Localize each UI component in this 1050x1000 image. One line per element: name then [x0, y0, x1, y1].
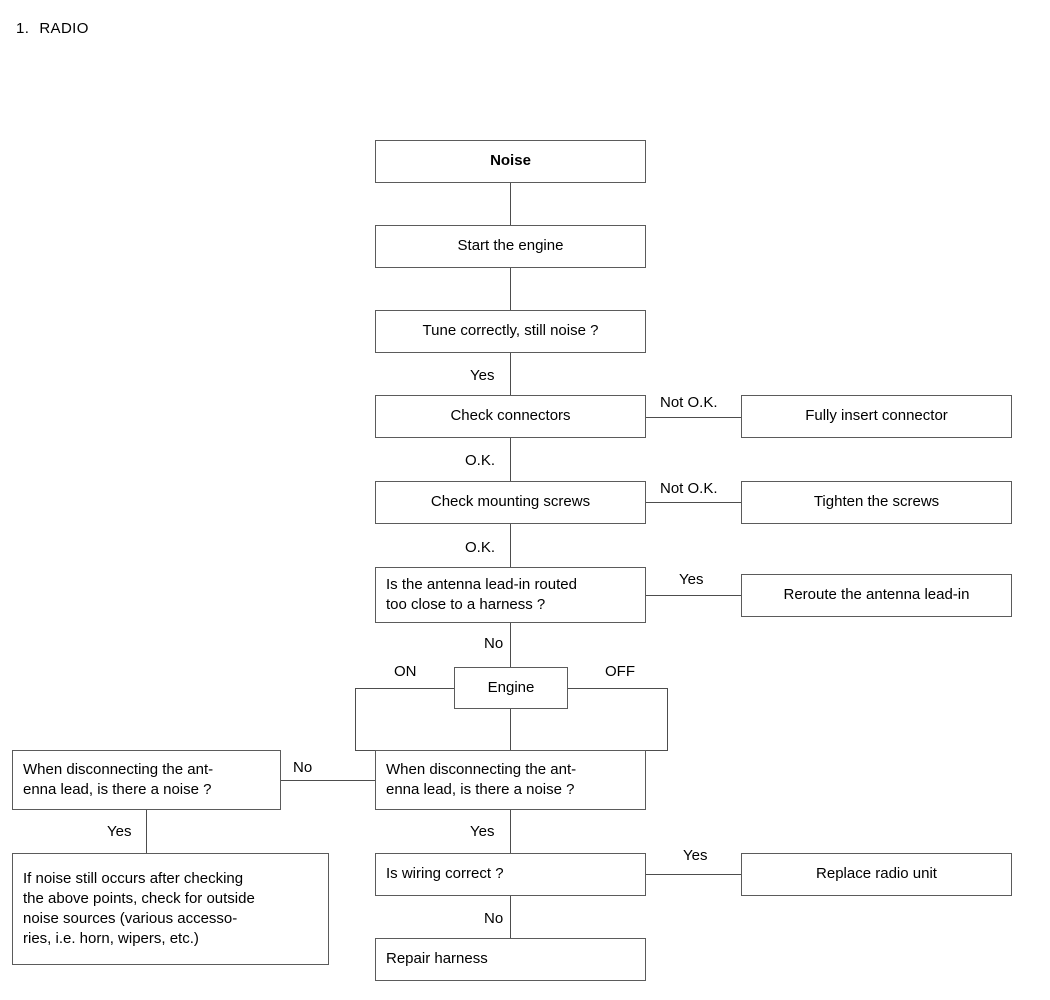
connector-wiring-to-replace-radio	[646, 874, 741, 875]
connector-connectors-to-fully-insert	[646, 417, 741, 418]
node-engine-label: Engine	[487, 678, 535, 696]
connector-screws-to-antenna	[510, 523, 511, 567]
node-disconnect-antenna-right[interactable]: When disconnecting the ant- enna lead, i…	[375, 750, 646, 810]
edge-label-yes-wiring: Yes	[680, 848, 711, 863]
node-disconnect-antenna-left-line1: When disconnecting the ant-	[23, 760, 214, 778]
node-tighten-the-screws[interactable]: Tighten the screws	[741, 481, 1012, 524]
connector-engine-to-disconnect-right	[510, 708, 511, 750]
node-tune-correctly-label: Tune correctly, still noise ?	[422, 322, 599, 340]
node-replace-radio-unit[interactable]: Replace radio unit	[741, 853, 1012, 896]
edge-label-yes-right: Yes	[467, 824, 498, 839]
node-check-connectors-label: Check connectors	[450, 407, 571, 425]
connector-engine-off-horizontal	[568, 688, 667, 689]
connector-noise-to-start	[510, 182, 511, 225]
node-check-mounting-screws[interactable]: Check mounting screws	[375, 481, 646, 524]
node-noise-label: Noise	[490, 152, 531, 170]
node-reroute-antenna-lead-in[interactable]: Reroute the antenna lead-in	[741, 574, 1012, 617]
connector-engine-on-join	[355, 750, 376, 751]
edge-label-ok-connector: O.K.	[462, 453, 499, 468]
edge-label-yes-tune: Yes	[467, 368, 498, 383]
node-start-engine[interactable]: Start the engine	[375, 225, 646, 268]
node-antenna-lead-in-routed-line1: Is the antenna lead-in routed	[386, 575, 577, 593]
node-disconnect-antenna-right-line2: enna lead, is there a noise ?	[386, 781, 575, 798]
page-title: 1. RADIO	[16, 20, 89, 37]
connector-screws-to-tighten	[646, 502, 741, 503]
connector-engine-off-vertical	[667, 688, 668, 750]
node-noise[interactable]: Noise	[375, 140, 646, 183]
connector-disconnect-right-to-wiring	[510, 810, 511, 853]
node-fully-insert-connector-label: Fully insert connector	[805, 407, 948, 425]
connector-engine-on-vertical	[355, 688, 356, 750]
edge-label-ok-screws: O.K.	[462, 540, 499, 555]
node-disconnect-antenna-left[interactable]: When disconnecting the ant- enna lead, i…	[12, 750, 281, 810]
node-tighten-the-screws-label: Tighten the screws	[813, 493, 940, 511]
node-outside-noise-sources-note[interactable]: If noise still occurs after checking the…	[12, 853, 329, 965]
connector-start-to-tune	[510, 268, 511, 310]
connector-connectors-to-screws	[510, 438, 511, 481]
node-replace-radio-unit-label: Replace radio unit	[816, 865, 937, 883]
connector-disconnect-left-to-note	[146, 810, 147, 853]
node-fully-insert-connector[interactable]: Fully insert connector	[741, 395, 1012, 438]
page-title-number: 1.	[16, 20, 30, 37]
edge-label-yes-left: Yes	[104, 824, 135, 839]
node-check-connectors[interactable]: Check connectors	[375, 395, 646, 438]
node-engine[interactable]: Engine	[454, 667, 568, 709]
node-is-wiring-correct-label: Is wiring correct ?	[386, 865, 504, 883]
node-outside-noise-sources-note-line3: noise sources (various accesso-	[23, 910, 238, 927]
node-tune-correctly[interactable]: Tune correctly, still noise ?	[375, 310, 646, 353]
connector-antenna-to-engine	[510, 622, 511, 667]
edge-label-no-antenna: No	[481, 636, 507, 651]
node-repair-harness-label: Repair harness	[386, 950, 488, 968]
node-outside-noise-sources-note-line2: the above points, check for outside	[23, 889, 255, 907]
edge-label-engine-off: OFF	[602, 664, 638, 679]
connector-wiring-to-repair	[510, 896, 511, 938]
edge-label-no-wiring: No	[481, 911, 507, 926]
connector-engine-off-join	[646, 750, 668, 751]
edge-label-no-disconnect: No	[290, 760, 316, 775]
edge-label-not-ok-screws: Not O.K.	[657, 481, 721, 496]
connector-antenna-to-reroute	[646, 595, 741, 596]
node-disconnect-antenna-left-line2: enna lead, is there a noise ?	[23, 781, 212, 798]
node-antenna-lead-in-routed[interactable]: Is the antenna lead-in routed too close …	[375, 567, 646, 623]
node-disconnect-antenna-right-line1: When disconnecting the ant-	[386, 760, 577, 778]
edge-label-not-ok-connector: Not O.K.	[657, 395, 721, 410]
node-repair-harness[interactable]: Repair harness	[375, 938, 646, 981]
page-title-text: RADIO	[39, 20, 89, 37]
node-outside-noise-sources-note-line1: If noise still occurs after checking	[23, 869, 244, 887]
node-antenna-lead-in-routed-line2: too close to a harness ?	[386, 596, 546, 613]
connector-engine-on-horizontal	[355, 688, 454, 689]
edge-label-yes-antenna: Yes	[676, 572, 707, 587]
edge-label-engine-on: ON	[391, 664, 420, 679]
node-check-mounting-screws-label: Check mounting screws	[430, 493, 591, 511]
node-start-engine-label: Start the engine	[457, 237, 564, 255]
connector-disconnect-right-to-left	[281, 780, 376, 781]
node-is-wiring-correct[interactable]: Is wiring correct ?	[375, 853, 646, 896]
node-reroute-antenna-lead-in-label: Reroute the antenna lead-in	[783, 586, 970, 604]
node-outside-noise-sources-note-line4: ries, i.e. horn, wipers, etc.)	[23, 930, 199, 948]
connector-tune-to-check-connectors	[510, 353, 511, 395]
